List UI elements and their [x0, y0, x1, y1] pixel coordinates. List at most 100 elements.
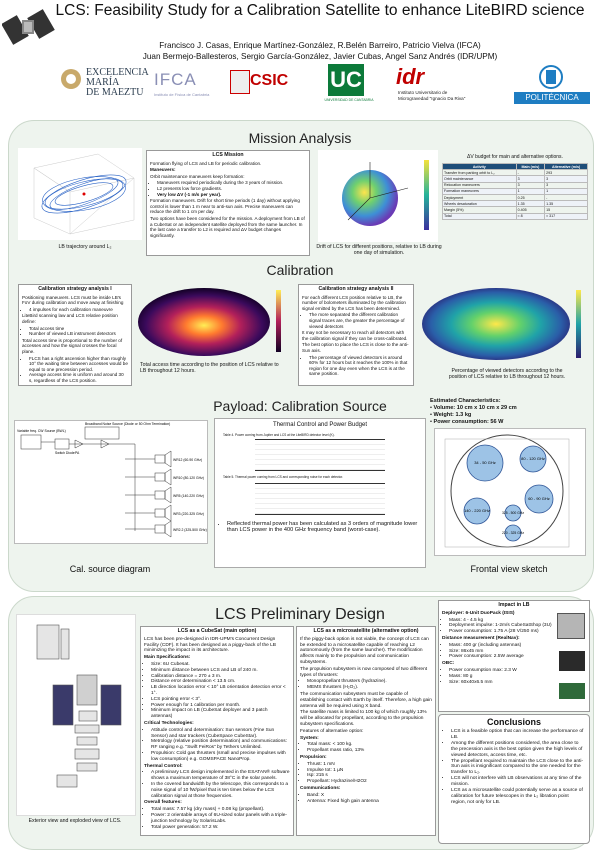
system-list: Total mass: < 100 kg.Propellant mass rat… — [307, 742, 432, 754]
obc-item: Size: 60x40x6.5 mm — [449, 680, 553, 686]
lb-trajectory-plot — [18, 148, 142, 240]
cal1-p3: Total access time is proportional to the… — [22, 337, 123, 354]
critical-heading: Critical Technologies: — [144, 720, 194, 726]
estimated-characteristics: Estimated Characteristics: • Volume: 10 … — [430, 398, 590, 426]
obc-item: Mass: 80 g — [449, 674, 553, 680]
table4-placeholder — [255, 438, 385, 471]
main-spec-item: LCS pointing error < 3°. — [151, 697, 290, 703]
propulsion-heading: Propulsion: — [300, 754, 327, 760]
idr-text: idr — [396, 64, 425, 89]
calibration-title: Calibration — [266, 262, 334, 278]
csic-logo: CSIC — [230, 64, 288, 108]
main-specs-heading: Main Specifications: — [144, 655, 191, 661]
propulsion-item: Thrust: 1 mN — [307, 762, 432, 768]
thermal-control-list: A preliminary LCS design implemented in … — [151, 770, 290, 799]
est-title: Estimated Characteristics: — [430, 398, 501, 404]
overall-heading: Overall features: — [144, 800, 182, 806]
est-weight-value: 1.3 kg — [455, 412, 472, 418]
est-weight-row: • Weight: 1.3 kg — [430, 412, 472, 418]
mission-analysis-title: Mission Analysis — [248, 130, 352, 146]
critical-item: Attitude control and determination: Sun … — [151, 728, 290, 740]
distance-item: Size: 86x45 mm — [449, 649, 553, 655]
micro-p2: The propulsion subsystem is now composed… — [300, 666, 428, 678]
diagram-label: Broadband Noise Source (Diode or 50 Ohm … — [85, 422, 170, 426]
calibration-2-heading: Calibration strategy analysis II — [318, 286, 394, 292]
main-spec-item: Distance error determination < 13.5 cm. — [151, 679, 290, 685]
main-spec-item: LB direction location error < 10° LB ori… — [151, 685, 290, 697]
conclusions-list: LCS is a feasible option that can increa… — [451, 729, 585, 806]
uc-subtext: UNIVERSIDAD DE CANTABRIA — [324, 98, 374, 102]
idr-logo: idr Instituto Universitario de Micrograv… — [396, 64, 506, 108]
maeztu-logo: EXCELENCIA MARÍA DE MAEZTU — [60, 64, 149, 108]
est-power-label: Power consumption: — [433, 419, 489, 425]
cal2-p1: For each different LCS position relative… — [302, 294, 406, 311]
diagram-label: Variable freq. CW Source (BWL) — [17, 429, 66, 433]
orbit-heading: Orbit maintenance maneuvers keep formati… — [150, 173, 245, 179]
dv-budget: ΔV budget for main and alternative optio… — [442, 154, 588, 220]
poster-title: LCS: Feasibility Study for a Calibration… — [55, 2, 585, 19]
ifca-text: IFCA — [154, 70, 197, 89]
propulsion-list: Thrust: 1 mNImpulse tot: 1 µNIsp: 215 sP… — [307, 762, 432, 785]
distance-list: Mass: 400 gr (including antennas)Size: 8… — [449, 643, 553, 660]
est-power-value: 56 W — [490, 419, 504, 425]
est-volume-value: 10 cm x 10 cm x 29 cm — [456, 405, 517, 411]
propulsion-item: Impulse tot: 1 µN — [307, 768, 432, 774]
cal1-list-3: FLCS has a right ascension higher than r… — [29, 356, 128, 384]
maeztu-line-1: EXCELENCIA — [86, 67, 149, 78]
authors: Francisco J. Casas, Enrique Martínez-Gon… — [110, 40, 530, 62]
calibration-box-2: Calibration strategy analysis II For eac… — [298, 284, 414, 386]
calibration-1-heading: Calibration strategy analysis I — [38, 286, 112, 292]
thermal-box: Thermal Control and Power Budget Table 4… — [214, 418, 426, 568]
main-spec-item: Calibration distance = 270 ± 3 m. — [151, 674, 290, 680]
idr-subtext-2: Microgravedad "Ignacio Da Riva" — [398, 95, 466, 101]
authors-line-1: Francisco J. Casas, Enrique Martínez-Gon… — [159, 41, 481, 50]
cal1-item: Total access time — [29, 326, 128, 332]
exploded-caption: Exterior view and exploded view of LCS. — [28, 818, 122, 824]
est-power-row: • Power consumption: 56 W — [430, 419, 504, 425]
sphere-caption: Drift of LCS for different positions, re… — [316, 244, 442, 256]
obc-image — [559, 683, 585, 699]
uc-logo: UC UNIVERSIDAD DE CANTABRIA — [324, 64, 374, 108]
deployer-image — [557, 613, 585, 639]
csic-emblem-icon — [230, 70, 250, 94]
obc-heading: OBC: — [442, 661, 455, 667]
cal-source-diagram: Variable freq. CW Source (BWL) Broadband… — [14, 420, 208, 544]
cal2-p3: The best option to place the LCS is clos… — [302, 342, 409, 353]
design-title: LCS Preliminary Design — [215, 606, 385, 623]
main-spec-item: Size: 6U Cubesat. — [151, 662, 290, 668]
diagram-label: WR10 (80-120 GHz) — [173, 476, 204, 480]
thermal-title: Thermal Control and Power Budget — [272, 422, 368, 428]
mission-p3: Two options have been considered for the… — [150, 215, 305, 238]
thermal-heading: Thermal Control: — [144, 763, 183, 769]
upm-emblem-icon — [539, 65, 563, 89]
micro-p5: Features of alternative option: — [300, 728, 364, 734]
main-spec-item: Power enough for 1 calibration per month… — [151, 703, 290, 709]
cal2-item: The percentage of viewed detectors is ar… — [309, 355, 410, 377]
satellite-logo — [1, 2, 56, 56]
maeztu-line-2: MARÍA — [86, 77, 120, 88]
band-label: 325 - 500 GHz — [502, 511, 524, 515]
overall-item: Power: 2 orientable arrays of 6U-sized s… — [151, 813, 290, 825]
deployer-list: Mass: 4 - 4.5 kgDeployment impulse: 1-2m… — [449, 618, 553, 635]
cal2-list-2: The percentage of viewed detectors is ar… — [309, 355, 410, 377]
distance-item: Power consumption: 2.5W average — [449, 654, 553, 660]
comms-item: Antenna: Fixed high gain antenna — [307, 799, 432, 805]
impact-heading: Impact in LB — [498, 602, 530, 608]
calibration-box-1: Calibration strategy analysis I Position… — [18, 284, 132, 386]
upm-logo: POLITÉCNICA — [514, 64, 590, 108]
propulsion-item: Propellant: Hydrazine/H2O2 — [307, 779, 432, 785]
maeztu-line-3: DE MAEZTU — [86, 87, 144, 98]
est-volume-row: • Volume: 10 cm x 10 cm x 29 cm — [430, 405, 517, 411]
deployer-item: Power consumption: 1.75 A (28 V/250 ms) — [449, 629, 553, 635]
cal2-list-1: The more separated the different calibra… — [309, 312, 410, 329]
main-spec-item: Minimum distance between LCS and LB of 2… — [151, 668, 290, 674]
thermal-item: A preliminary LCS design implemented in … — [151, 770, 290, 782]
micro-item: MEMS thrusters (H₂O₂). — [307, 685, 432, 691]
obc-item: Power consumption max: 2.3 W — [449, 668, 553, 674]
uc-text: UC — [328, 64, 364, 96]
conclusion-item: Among the different positions considered… — [451, 741, 585, 759]
cal1-list-2: Total access time Number of viewed LB in… — [29, 326, 128, 337]
cubesat-heading: LCS as a CubeSat (main option) — [177, 628, 257, 634]
propulsion-item: Isp: 215 s — [307, 773, 432, 779]
